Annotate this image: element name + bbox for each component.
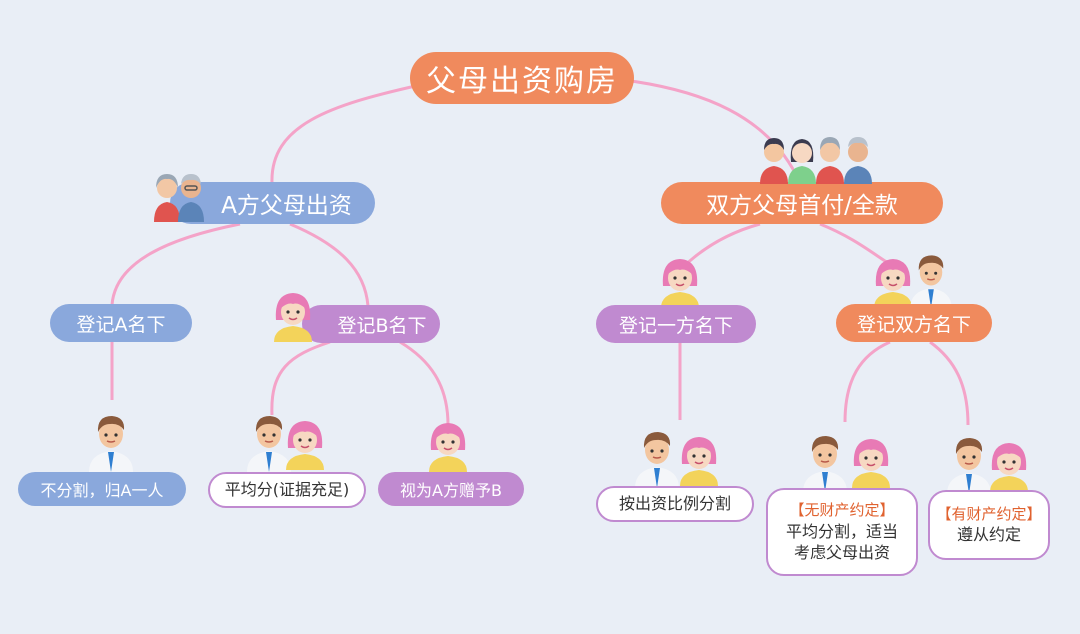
line-reg-b-to-left: [270, 340, 331, 416]
man-icon: [635, 432, 679, 488]
elderly-couple-icon: [154, 174, 204, 222]
no-agreement-tag: 【无财产约定】: [789, 501, 895, 520]
result-with-agreement: 【有财产约定】 遵从约定: [928, 490, 1050, 560]
man-icon: [910, 255, 952, 308]
woman-icon: [429, 423, 467, 472]
woman-icon: [852, 439, 890, 488]
line-root-to-b: [623, 78, 802, 184]
result-a-own: 不分割，归A一人: [18, 472, 186, 506]
woman-icon: [680, 437, 718, 486]
man-icon: [803, 436, 847, 492]
man-icon: [89, 416, 133, 472]
line-reg-both-to-left: [843, 340, 891, 423]
root-node: 父母出资购房: [410, 52, 634, 104]
result-no-agreement: 【无财产约定】 平均分割，适当 考虑父母出资: [766, 488, 918, 576]
reg-a-node: 登记A名下: [50, 304, 192, 342]
reg-b-node: 登记B名下: [302, 305, 440, 343]
result-gift-to-b: 视为A方赠予B: [378, 472, 524, 506]
with-agreement-tag: 【有财产约定】: [936, 505, 1042, 524]
result-text-line1: 平均分割，适当: [785, 521, 898, 541]
line-a-to-reg-a: [110, 222, 241, 306]
result-equal-split: 平均分(证据充足): [208, 472, 366, 508]
reg-both-node: 登记双方名下: [836, 304, 992, 342]
woman-icon: [661, 259, 699, 308]
result-text-line2: 考虑父母出资: [793, 543, 890, 563]
result-text: 平均分(证据充足): [224, 480, 350, 500]
result-text: 按出资比例分割: [618, 494, 731, 514]
woman-icon: [286, 421, 324, 470]
line-a-to-reg-b: [289, 222, 370, 307]
line-reg-both-to-right: [929, 340, 970, 426]
result-text: 遵从约定: [956, 525, 1021, 545]
reg-one-party-node: 登记一方名下: [596, 305, 756, 343]
line-root-to-a: [270, 83, 421, 184]
line-reg-b-to-right: [399, 340, 450, 426]
result-proportional-split: 按出资比例分割: [596, 486, 754, 522]
woman-icon: [274, 293, 312, 342]
branch-a-node: A方父母出资: [170, 182, 375, 224]
woman-icon: [990, 443, 1028, 492]
man-icon: [247, 416, 291, 472]
family-group-icon: [760, 137, 872, 184]
branch-b-node: 双方父母首付/全款: [661, 182, 943, 224]
man-icon: [947, 438, 991, 494]
